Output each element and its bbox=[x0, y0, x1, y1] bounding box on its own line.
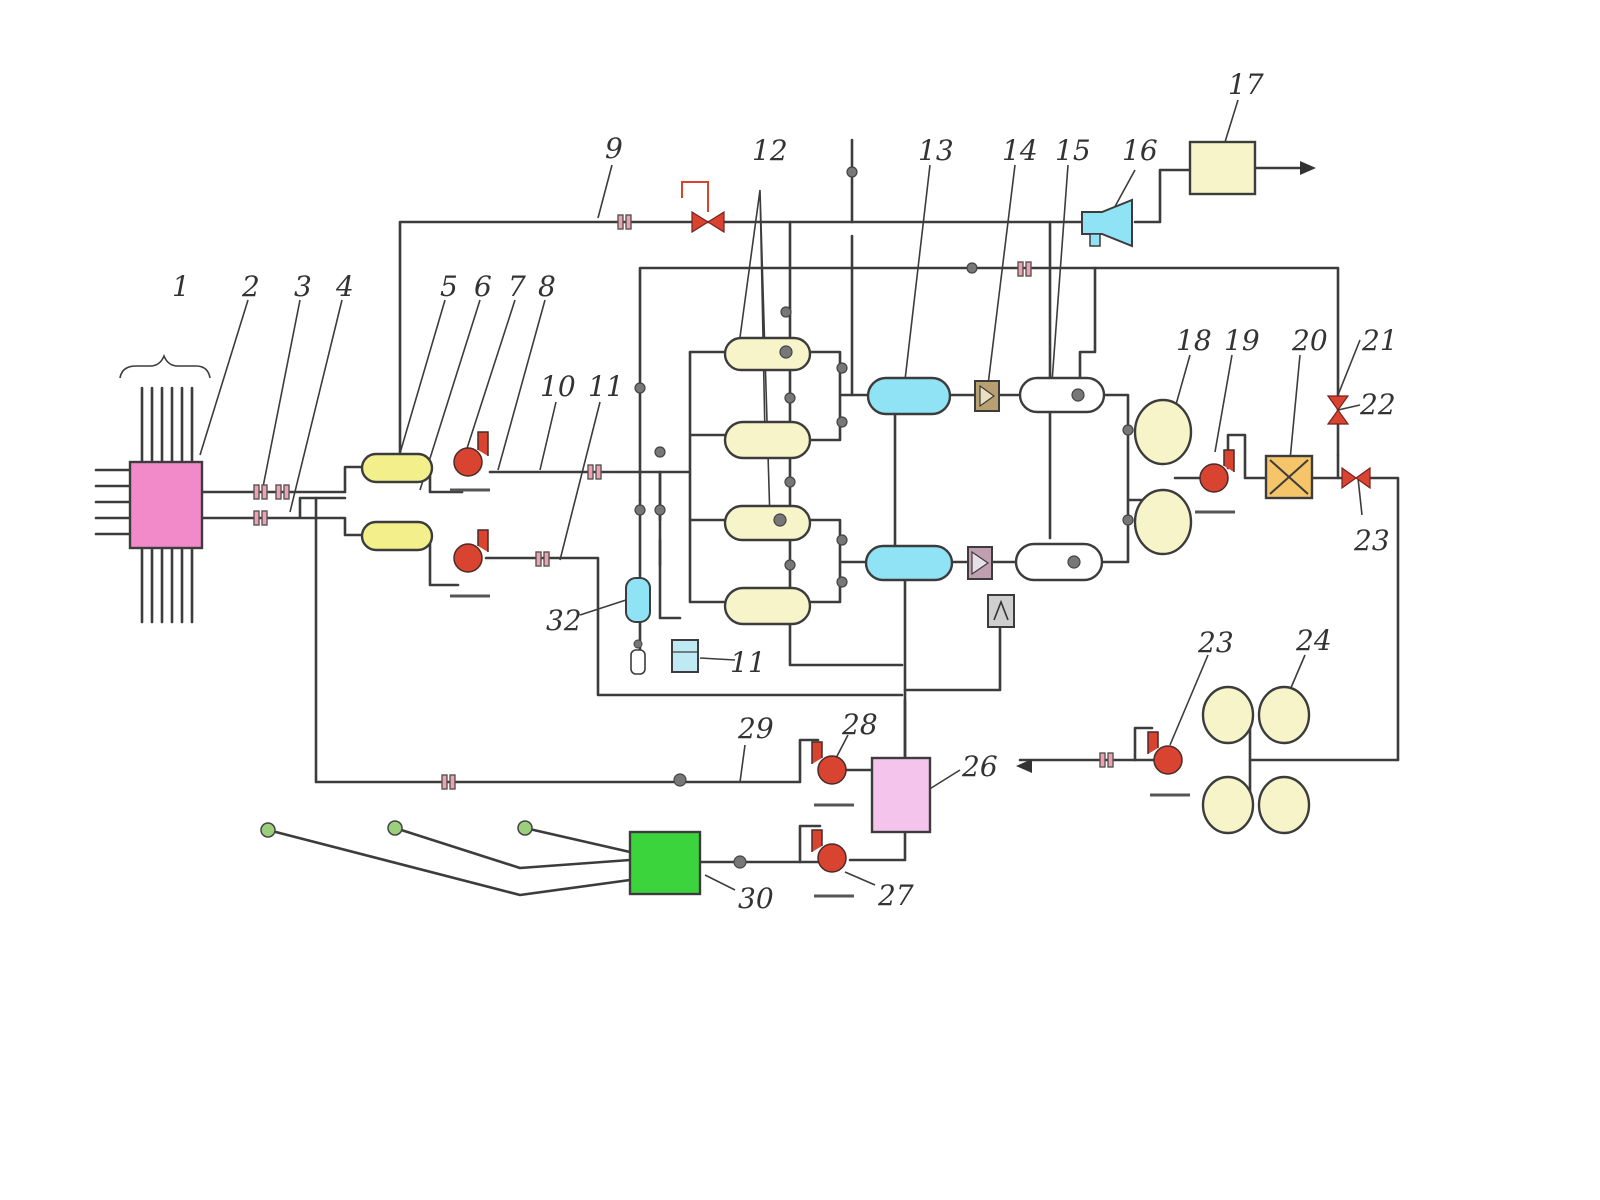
tank-18-upper bbox=[1133, 398, 1193, 466]
callout-label: 15 bbox=[1055, 134, 1091, 167]
flange-icon bbox=[543, 551, 550, 567]
vessel-13-lower bbox=[864, 544, 954, 582]
outlet-arrow-icon bbox=[1300, 161, 1316, 175]
callout-label: 21 bbox=[1361, 324, 1398, 357]
flange-icon bbox=[1017, 261, 1024, 277]
callout-label: 11 bbox=[588, 370, 624, 403]
vessel-15-upper bbox=[1018, 376, 1106, 414]
gate-valve-icon bbox=[1341, 466, 1371, 490]
gate-valve-icon bbox=[1326, 395, 1350, 425]
vessel-13-upper bbox=[866, 376, 952, 416]
flange-icon bbox=[261, 510, 268, 526]
sensor-point-icon bbox=[260, 822, 276, 838]
gate-valve-icon bbox=[681, 181, 725, 234]
heat-exchanger-20 bbox=[1264, 454, 1314, 500]
callout-label: 17 bbox=[1228, 68, 1264, 101]
callout-label: 11 bbox=[730, 646, 766, 679]
flange-icon bbox=[617, 214, 624, 230]
callout-label: 32 bbox=[546, 604, 582, 637]
callout-label: 27 bbox=[877, 879, 914, 912]
flange-icon bbox=[449, 774, 456, 790]
beaker-31 bbox=[671, 639, 699, 673]
process-flow-diagram: 1 2 3 4 5 6 7 8 9 10 11 12 13 14 15 16 1… bbox=[94, 68, 1400, 915]
pump-19 bbox=[1195, 449, 1235, 514]
flange-icon bbox=[595, 464, 602, 480]
callout-label: 14 bbox=[1002, 134, 1038, 167]
unit-17 bbox=[1188, 140, 1257, 196]
callout-label: 24 bbox=[1295, 624, 1332, 657]
flanges bbox=[253, 214, 1114, 790]
callout-label: 28 bbox=[841, 708, 878, 741]
callout-label: 29 bbox=[737, 712, 774, 745]
meter-box bbox=[987, 594, 1015, 628]
callout-label: 12 bbox=[752, 134, 788, 167]
flange-icon bbox=[441, 774, 448, 790]
vessel-12-a bbox=[723, 336, 812, 372]
unit-30 bbox=[628, 830, 702, 896]
filter-14-upper bbox=[974, 380, 1000, 412]
vessel-32 bbox=[625, 577, 651, 675]
callout-label: 22 bbox=[1359, 388, 1396, 421]
tank-18-lower bbox=[1133, 488, 1193, 556]
callout-label: 10 bbox=[540, 370, 576, 403]
flange-icon bbox=[535, 551, 542, 567]
callout-label: 5 bbox=[440, 270, 458, 303]
filter-14-lower bbox=[967, 546, 993, 580]
tank-24-c bbox=[1201, 775, 1255, 835]
sensor-point-icon bbox=[517, 820, 533, 836]
callout-label: 18 bbox=[1176, 324, 1212, 357]
ejector-16 bbox=[1081, 198, 1133, 248]
callout-label: 19 bbox=[1224, 324, 1260, 357]
vessel-15-lower bbox=[1014, 542, 1104, 582]
vessel-6 bbox=[360, 520, 434, 552]
vessel-5 bbox=[360, 452, 434, 484]
callout-label: 9 bbox=[605, 132, 623, 165]
pump-7 bbox=[450, 431, 490, 492]
flange-icon bbox=[261, 484, 268, 500]
flange-icon bbox=[253, 510, 260, 526]
callout-label: 8 bbox=[538, 270, 556, 303]
leader-lines bbox=[119, 99, 1363, 891]
callout-label: 3 bbox=[294, 270, 312, 303]
flange-icon bbox=[283, 484, 290, 500]
instrument-points bbox=[260, 166, 1134, 869]
flange-icon bbox=[275, 484, 282, 500]
callout-label: 13 bbox=[918, 134, 954, 167]
vessel-12-d bbox=[723, 586, 812, 626]
callout-label: 7 bbox=[508, 270, 526, 303]
callout-label: 2 bbox=[241, 270, 260, 303]
callout-label: 23 bbox=[1197, 626, 1234, 659]
unit-26 bbox=[870, 756, 932, 834]
flange-icon bbox=[1025, 261, 1032, 277]
flange-icon bbox=[625, 214, 632, 230]
outlet-arrow-icon bbox=[1016, 759, 1032, 773]
flange-icon bbox=[1107, 752, 1114, 768]
flange-icon bbox=[253, 484, 260, 500]
sensor-point-icon bbox=[387, 820, 403, 836]
callout-label: 16 bbox=[1122, 134, 1158, 167]
vessel-12-b bbox=[723, 420, 812, 460]
unit-1-pink-block bbox=[128, 460, 204, 550]
callout-label: 26 bbox=[961, 750, 998, 783]
flange-icon bbox=[1099, 752, 1106, 768]
callout-label: 20 bbox=[1291, 324, 1328, 357]
callout-label: 23 bbox=[1353, 524, 1390, 557]
callout-label: 1 bbox=[172, 270, 190, 303]
tank-24-b bbox=[1257, 685, 1311, 745]
pump-27 bbox=[811, 829, 854, 898]
callout-label: 30 bbox=[738, 882, 774, 915]
vessel-12-c bbox=[723, 504, 812, 542]
pump-25 bbox=[1147, 731, 1190, 797]
callout-label: 4 bbox=[335, 270, 354, 303]
pump-8 bbox=[450, 529, 490, 598]
flange-icon bbox=[587, 464, 594, 480]
tank-24-a bbox=[1201, 685, 1255, 745]
callout-labels: 1 2 3 4 5 6 7 8 9 10 11 12 13 14 15 16 1… bbox=[172, 68, 1398, 915]
callout-label: 6 bbox=[474, 270, 492, 303]
tank-24-d bbox=[1257, 775, 1311, 835]
pump-28 bbox=[811, 741, 854, 807]
